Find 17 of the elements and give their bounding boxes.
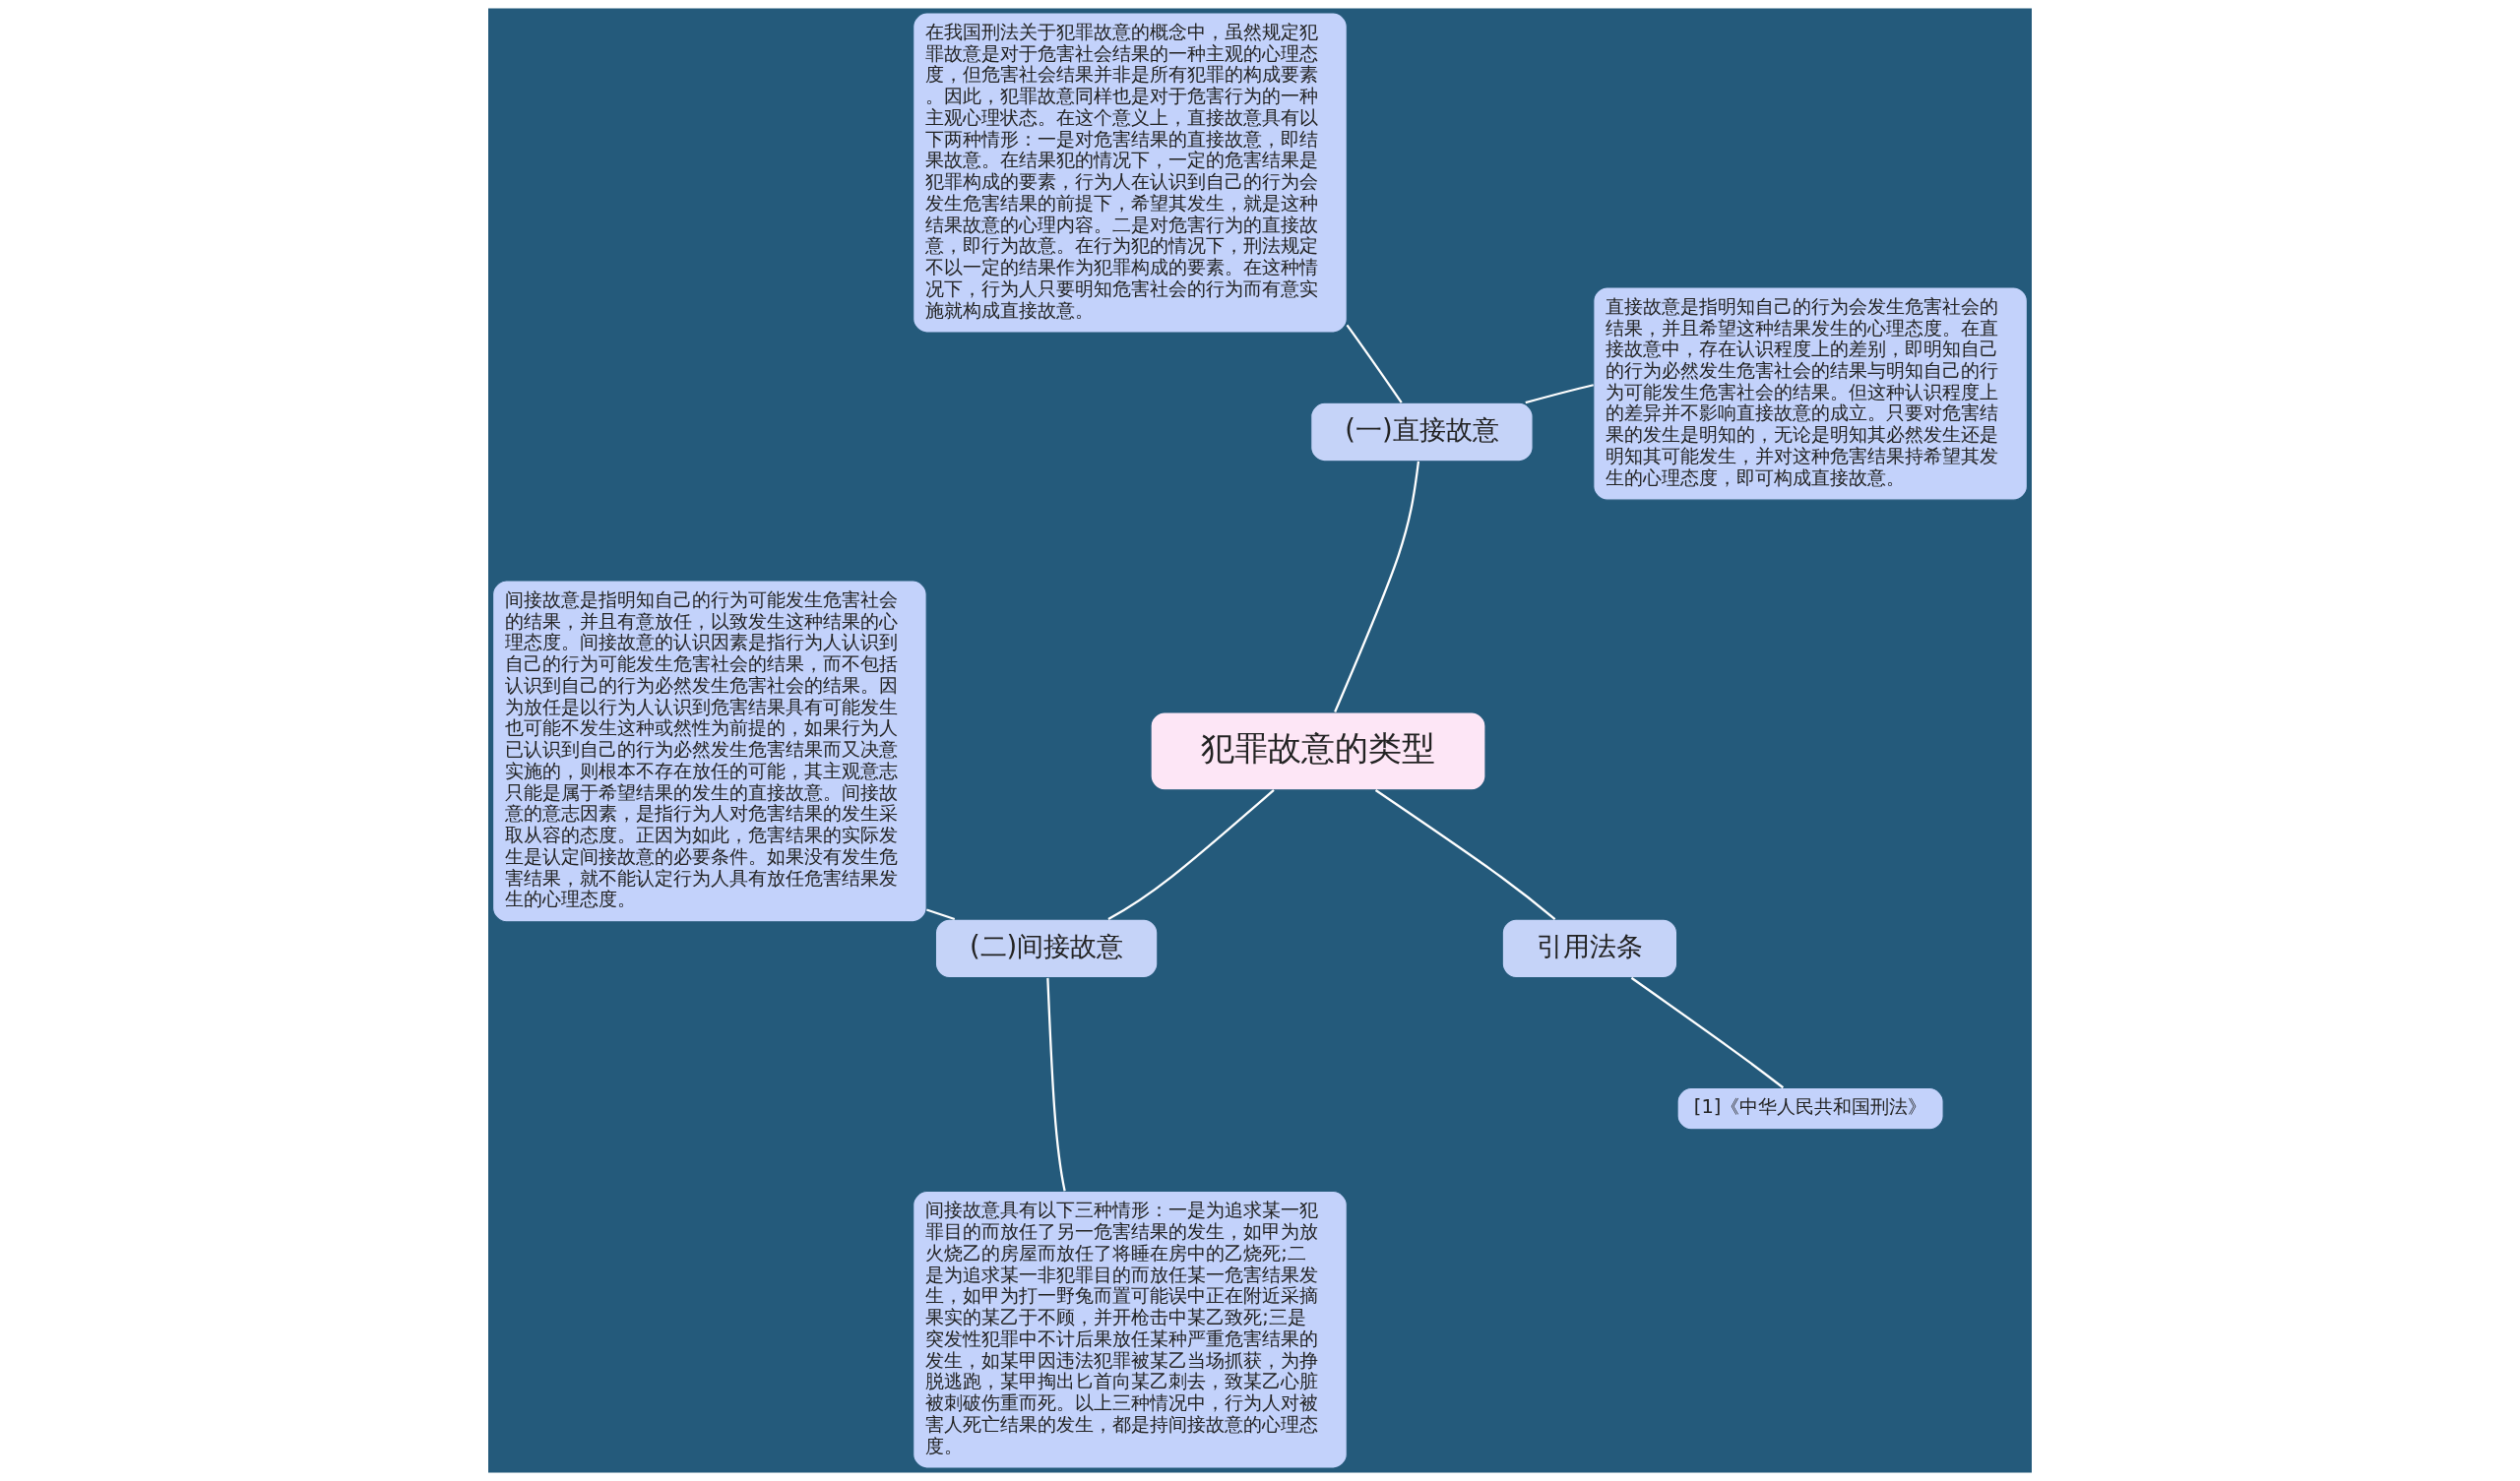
node-box: 引用法条 (1501, 918, 1678, 979)
connector (1374, 789, 1556, 920)
connector (1334, 461, 1420, 712)
node-box: 犯罪故意的类型 (1150, 711, 1486, 791)
connector (1046, 977, 1066, 1192)
node-box: (一)直接故意 (1310, 401, 1534, 463)
node-box: 间接故意是指明知自己的行为可能发生危害社会的结果，并且有意放任，以致发生这种结果的心理态度。间接故意的认识因素是指行为人认识到自己的行为可能发生危害社会的结果，而不包括认识到自己的行为必然发生危害社会的结果。因为放任是以行为人认识到危害结果具有可能发生也可能不发生这种或然性为前提的，如果行为人已认识到自己的行为必然发生危害结果而又决意实施的，则根本不存在放任的可能，其主观意志只能是属于希望结果的发生的直接故意。间接故意的意志因素，是指行为人对危害结果的发生采取从容的态度。正因为如此，危害结果的实际发生是认定间接故意的必要条件。如果没有发生危害结果，就不能认定行为人具有放任危害结果发生的心理态度。 (492, 580, 927, 923)
node-box: 间接故意具有以下三种情形：一是为追求某一犯罪目的而放任了另一危害结果的发生，如甲为放火烧乙的房屋而放任了将睡在房中的乙烧死;二是为追求某一非犯罪目的而放任某一危害结果发生，如甲为打一野兔而置可能误中正在附近采摘果实的某乙于不顾，并开枪击中某乙致死;三是突发性犯罪中不计后果放任某种严重危害结果的发生，如某甲因违法犯罪被某乙当场抓获，为挣脱逃跑，某甲掏出匕首向某乙刺去，致某乙心脏被刺破伤重而死。以上三种情况中，行为人对被害人死亡结果的发生，都是持间接故意的心理态度。 (913, 1190, 1348, 1469)
connector (1630, 976, 1785, 1089)
connector (1346, 324, 1403, 403)
connector (1107, 789, 1275, 920)
node-box: (二)间接故意 (934, 918, 1159, 979)
node-box: 在我国刑法关于犯罪故意的概念中，虽然规定犯罪故意是对于危害社会结果的一种主观的心理态度，但危害社会结果并非是所有犯罪的构成要素。因此，犯罪故意同样也是对于危害行为的一种主观心理状态。在这个意义上，直接故意具有以下两种情形：一是对危害结果的直接故意，即结果故意。在结果犯的情况下，一定的危害结果是犯罪构成的要素，行为人在认识到自己的行为会发生危害结果的前提下，希望其发生，就是这种结果故意的心理内容。二是对危害行为的直接故意，即行为故意。在行为犯的情况下，刑法规定不以一定的结果作为犯罪构成的要素。在这种情况下，行为人只要明知危害社会的行为而有意实施就构成直接故意。 (913, 12, 1348, 334)
node-box: [1]《中华人民共和国刑法》 (1676, 1086, 1944, 1131)
connector (1525, 384, 1594, 404)
connector (926, 908, 956, 921)
node-box: 直接故意是指明知自己的行为会发生危害社会的结果，并且希望这种结果发生的心理态度。在直接故意中，存在认识程度上的差别，即明知自己的行为必然发生危害社会的结果与明知自己的行为可能发生危害社会的结果。但这种认识程度上的差异并不影响直接故意的成立。只要对危害结果的发生是明知的，无论是明知其必然发生还是明知其可能发生，并对这种危害结果持希望其发生的心理态度，即可构成直接故意。 (1593, 286, 2028, 501)
